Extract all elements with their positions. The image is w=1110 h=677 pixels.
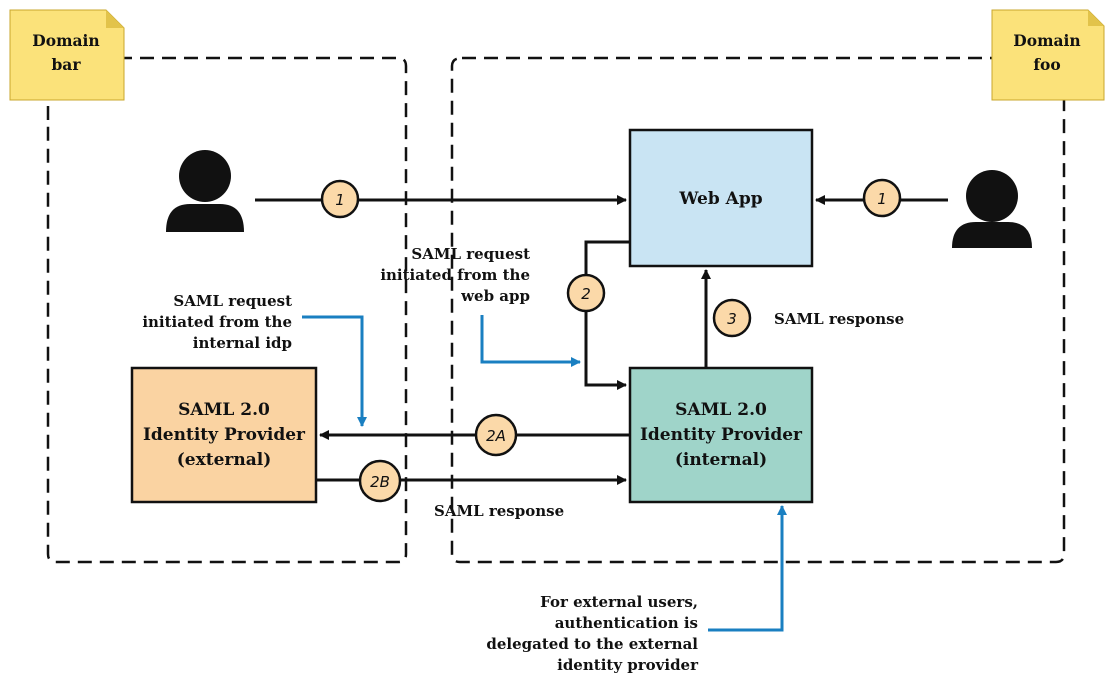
label-line: internal idp xyxy=(193,334,292,352)
label-saml-request-webapp: SAML request initiated from the web app xyxy=(380,245,530,305)
idp-internal-line2: Identity Provider xyxy=(640,425,803,445)
label-line: SAML request xyxy=(411,245,530,263)
step-badge-label: 2 xyxy=(581,285,591,303)
step-badge: 1 xyxy=(320,179,360,219)
idp-internal-box: SAML 2.0 Identity Provider (internal) xyxy=(628,366,814,504)
idp-internal-line3: (internal) xyxy=(675,450,767,470)
step-badge-label: 2B xyxy=(370,473,390,491)
domain-bar-label-line2: bar xyxy=(51,55,81,74)
idp-external-line2: Identity Provider xyxy=(143,425,306,445)
label-line: delegated to the external xyxy=(486,635,698,653)
step-badge: 1 xyxy=(862,178,902,218)
step-badge: 2A xyxy=(474,413,518,457)
idp-external-line3: (external) xyxy=(177,450,272,470)
user-icon xyxy=(952,170,1032,248)
blue-arrow-request-webapp xyxy=(480,315,581,367)
step-badge: 2 xyxy=(566,273,606,313)
label-saml-response-bottom: SAML response xyxy=(434,502,564,520)
step-badge-label: 1 xyxy=(877,190,887,208)
user-icon xyxy=(166,150,244,232)
step-badge-label: 1 xyxy=(335,191,345,209)
label-external-users-note: For external users, authentication is de… xyxy=(486,593,699,674)
domain-foo-label-line2: foo xyxy=(1033,55,1060,74)
idp-external-box: SAML 2.0 Identity Provider (external) xyxy=(130,366,318,504)
label-line: web app xyxy=(460,287,530,305)
domain-bar-label-line1: Domain xyxy=(32,31,99,50)
step-badge-label: 2A xyxy=(486,427,506,445)
label-line: authentication is xyxy=(555,614,698,632)
idp-external-line1: SAML 2.0 xyxy=(178,400,270,420)
domain-foo-label-line1: Domain xyxy=(1013,31,1080,50)
web-app-label: Web App xyxy=(678,189,762,209)
step-badge: 2B xyxy=(358,459,402,503)
label-line: initiated from the xyxy=(380,266,530,284)
step-badge: 3 xyxy=(712,298,752,338)
domain-foo-note: Domain foo xyxy=(991,9,1105,101)
idp-internal-line1: SAML 2.0 xyxy=(675,400,767,420)
web-app-box: Web App xyxy=(628,128,814,268)
arrow-webapp-to-internal-idp xyxy=(584,240,630,390)
blue-arrow-external-users xyxy=(708,505,787,632)
label-line: identity provider xyxy=(557,656,699,673)
step-badge-label: 3 xyxy=(727,310,737,328)
label-line: initiated from the xyxy=(142,313,292,331)
label-line: For external users, xyxy=(540,593,698,611)
blue-arrow-request-internal xyxy=(302,315,367,427)
label-line: SAML request xyxy=(173,292,292,310)
label-saml-response-top: SAML response xyxy=(774,310,904,328)
label-saml-request-internal: SAML request initiated from the internal… xyxy=(142,292,292,352)
domain-bar-note: Domain bar xyxy=(9,9,125,101)
